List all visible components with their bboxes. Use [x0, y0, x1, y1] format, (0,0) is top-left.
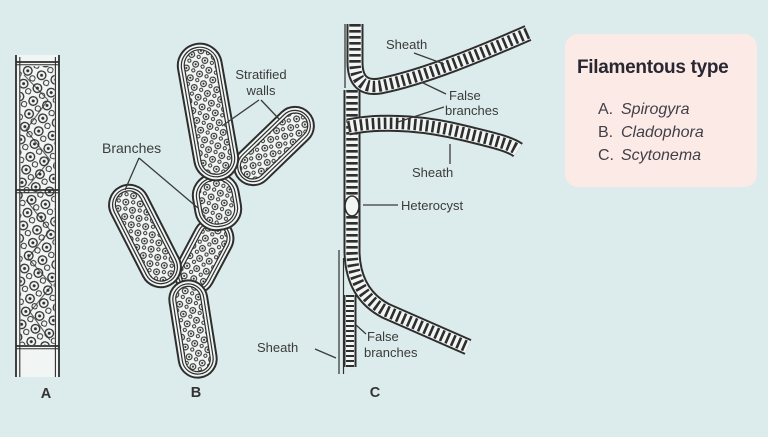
- pointer-sheath-top: [413, 52, 445, 65]
- branches-label: Branches: [102, 140, 161, 156]
- chloroplast-zigzag: [23, 74, 51, 187]
- item-prefix: B.: [598, 124, 614, 141]
- cell-stem: [168, 279, 218, 379]
- pointer-false-bottom: [355, 324, 367, 335]
- false-branches-top-label-line2: branches: [445, 103, 499, 118]
- figure-b-cladophora: [108, 42, 315, 379]
- pointer-stratified-left: [221, 99, 260, 127]
- item-species: Spirogyra: [621, 101, 690, 118]
- cell-right-branch: [233, 105, 315, 187]
- card-title: Filamentous type: [577, 57, 729, 78]
- pointer-branches-left: [124, 157, 140, 191]
- list-item: A. Spirogyra: [598, 98, 747, 121]
- figure-c-scytonema: [338, 24, 532, 374]
- pointer-stratified-right: [260, 99, 280, 120]
- heterocyst-cell: [344, 195, 360, 217]
- heterocyst-label: Heterocyst: [401, 198, 464, 213]
- chloroplast-zigzag: [25, 199, 53, 341]
- figure-letter-b: B: [191, 385, 201, 401]
- false-branch-mid: [346, 114, 523, 158]
- main-filament: [343, 90, 472, 355]
- species-list: A. Spirogyra B. Cladophora C. Scytonema: [598, 98, 747, 167]
- item-species: Cladophora: [621, 124, 704, 141]
- false-branches-bottom-label-line2: branches: [364, 345, 418, 360]
- false-branches-bottom-label-line1: False: [367, 329, 399, 344]
- pointer-false-top-2: [397, 106, 445, 123]
- stratified-walls-label-line1: Stratified: [235, 67, 286, 82]
- figure-letter-c: C: [370, 385, 381, 401]
- list-item: B. Cladophora: [598, 121, 747, 144]
- filament-a-walls: [15, 55, 60, 377]
- item-prefix: A.: [598, 101, 614, 118]
- cell-left-branch: [108, 183, 182, 289]
- sheath-top-label: Sheath: [386, 37, 427, 52]
- item-species: Scytonema: [621, 147, 702, 164]
- filamentous-type-card: Filamentous type A. Spirogyra B. Cladophor…: [565, 34, 757, 187]
- cell-junction: [191, 172, 243, 232]
- sheath-bottom-label: Sheath: [257, 340, 298, 355]
- pointer-sheath-bottom: [314, 348, 337, 359]
- false-branch-top: [346, 24, 532, 95]
- list-item: C. Scytonema: [598, 144, 747, 167]
- pointer-lines: [124, 52, 451, 359]
- pointer-branches-right: [138, 157, 199, 209]
- item-prefix: C.: [598, 147, 614, 164]
- filament-a-cells: [20, 66, 55, 345]
- figure-a-spirogyra: [15, 55, 60, 377]
- cell-upper-main: [176, 42, 240, 182]
- false-branches-top-label-line1: False: [449, 88, 481, 103]
- stratified-walls-label-line2: walls: [246, 83, 276, 98]
- sheath-mid-label: Sheath: [412, 165, 453, 180]
- pointer-false-top-1: [420, 81, 447, 95]
- figure-letter-a: A: [41, 386, 52, 402]
